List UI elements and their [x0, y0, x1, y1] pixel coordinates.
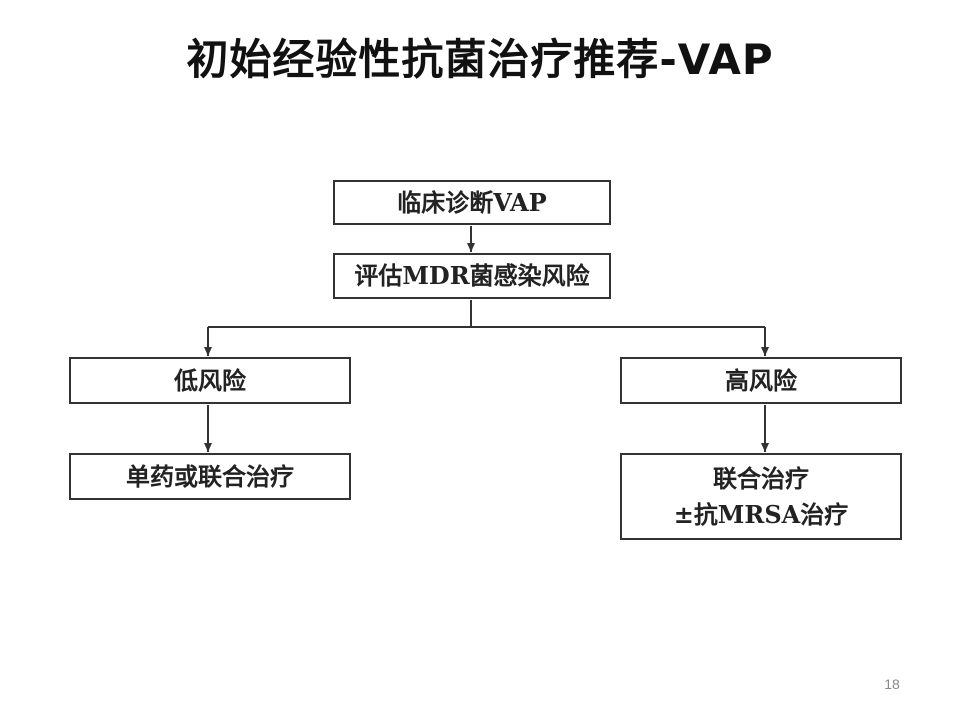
node-high-treatment-line1: 联合治疗	[713, 463, 809, 493]
page-number: 18	[884, 676, 900, 692]
node-diagnose-vap: 临床诊断VAP	[333, 180, 611, 225]
node-assess-mdr-risk: 评估MDR菌感染风险	[333, 253, 611, 299]
node-low-risk-label: 低风险	[174, 365, 246, 395]
node-assess-label: 评估MDR菌感染风险	[354, 261, 590, 290]
node-low-risk: 低风险	[69, 357, 351, 404]
node-high-risk-label: 高风险	[725, 365, 797, 395]
node-high-treatment: 联合治疗 ±抗MRSA治疗	[620, 453, 902, 540]
slide-title: 初始经验性抗菌治疗推荐-VAP	[186, 35, 774, 84]
node-diagnose-label: 临床诊断VAP	[397, 187, 547, 217]
node-low-treatment: 单药或联合治疗	[69, 453, 351, 500]
node-low-treatment-label: 单药或联合治疗	[126, 461, 294, 491]
node-high-risk: 高风险	[620, 357, 902, 404]
node-high-treatment-line2: ±抗MRSA治疗	[673, 499, 849, 529]
